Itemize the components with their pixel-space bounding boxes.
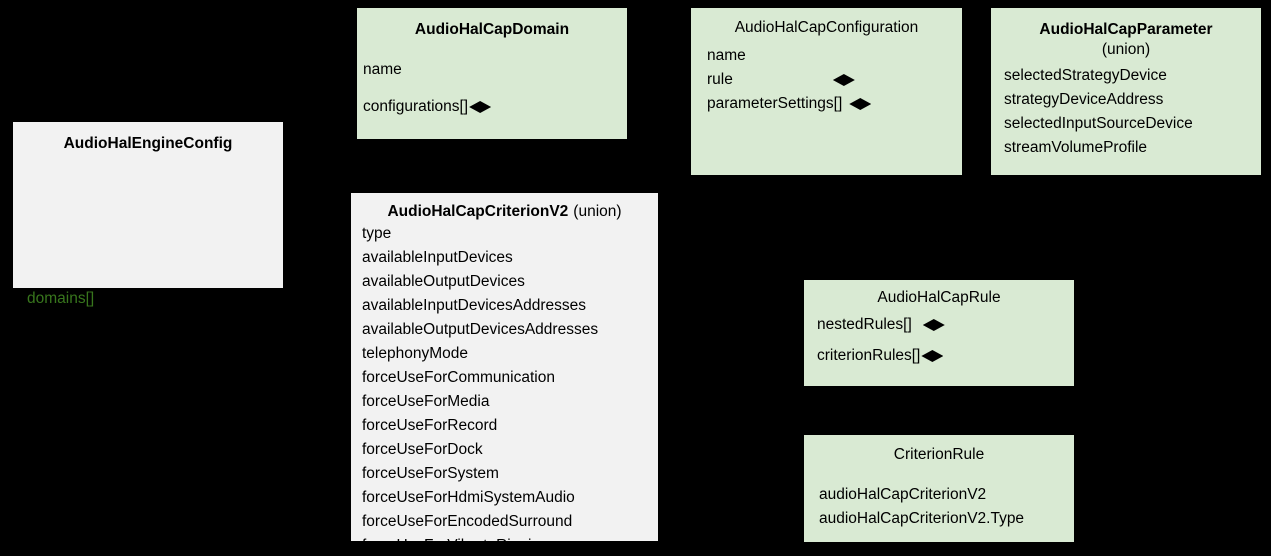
field-label-forceuseforhdmisystemaudio: forceUseForHdmiSystemAudio xyxy=(362,489,575,506)
field-label-forceuseforsystem: forceUseForSystem xyxy=(362,465,499,482)
field-label-selectedstrategydevice: selectedStrategyDevice xyxy=(1004,67,1167,84)
field-label-criterionrules: criterionRules[] xyxy=(817,347,921,364)
field-label-forceuseformedia: forceUseForMedia xyxy=(362,393,490,410)
class-box-audiohalcapparameter[interactable]: AudioHalCapParameter (union) selectedStr… xyxy=(991,8,1261,175)
field-label-audiohalcapcriterionv2: audioHalCapCriterionV2 xyxy=(819,486,987,503)
field-row-name: name xyxy=(707,46,746,66)
field-row-configurations[interactable]: configurations[] xyxy=(363,97,492,117)
field-label-audiohalcapcriterionv2-type: audioHalCapCriterionV2.Type xyxy=(819,510,1025,527)
field-label-availableinputdevices: availableInputDevices xyxy=(362,249,513,266)
class-title-criterionrule: CriterionRule xyxy=(893,446,985,463)
class-subtitle-audiohalcapparameter: (union) xyxy=(1101,41,1151,58)
class-title-audiohalcapdomain: AudioHalCapDomain xyxy=(414,21,570,38)
field-row-criteriav2[interactable]: criteriaV2[] xyxy=(27,331,128,351)
field-label-strategydeviceaddress: strategyDeviceAddress xyxy=(1004,91,1164,108)
field-label-name: name xyxy=(707,47,746,64)
aggregation-diamond-icon xyxy=(469,101,492,113)
aggregation-diamond-icon xyxy=(922,319,945,331)
field-label-parametersettings: parameterSettings[] xyxy=(707,95,843,112)
class-title-audiohalcapparameter: AudioHalCapParameter xyxy=(1039,21,1213,38)
aggregation-diamond-icon xyxy=(106,293,129,305)
field-label-criteriav2: criteriaV2[] xyxy=(27,332,102,349)
field-label-forceuseforencodedsurround: forceUseForEncodedSurround xyxy=(362,513,573,530)
field-label-nestedrules: nestedRules[] xyxy=(817,316,912,333)
field-label-forceusefordock: forceUseForDock xyxy=(362,441,483,458)
field-label-availableoutputdevices: availableOutputDevices xyxy=(362,273,525,290)
field-label-name: name xyxy=(363,61,402,78)
field-row-nestedrules[interactable]: nestedRules[] xyxy=(817,315,945,335)
class-box-audiohalcaprule[interactable]: AudioHalCapRule nestedRules[] criterionR… xyxy=(804,280,1074,386)
class-box-criterionrule[interactable]: CriterionRule audioHalCapCriterionV2 aud… xyxy=(804,435,1074,542)
field-label-forceuseforcommunication: forceUseForCommunication xyxy=(362,369,555,386)
class-title-audiohalcaprule: AudioHalCapRule xyxy=(877,289,1001,306)
field-row-name: name xyxy=(363,60,402,80)
field-row-rule[interactable]: rule xyxy=(707,70,855,90)
aggregation-diamond-icon xyxy=(921,350,944,362)
field-label-selectedinputsourcedevice: selectedInputSourceDevice xyxy=(1004,115,1193,132)
field-label-configurations: configurations[] xyxy=(363,98,469,115)
aggregation-diamond-icon xyxy=(849,98,872,110)
class-box-audiohalcapconfiguration[interactable]: AudioHalCapConfiguration name rule param… xyxy=(691,8,962,175)
class-box-audiohalcapdomain[interactable]: AudioHalCapDomain name configurations[] xyxy=(357,8,627,139)
class-header-audiohalcapcriterionv2: AudioHalCapCriterionV2(union) xyxy=(351,202,658,222)
field-label-domains: domains[] xyxy=(27,290,95,307)
field-label-telephonymode: telephonyMode xyxy=(362,345,468,362)
aggregation-diamond-icon xyxy=(105,335,128,347)
field-label-forceuseforvibrateringing: forceUseForVibrateRinging xyxy=(362,537,549,554)
field-label-type: type xyxy=(362,225,392,242)
class-title-audiohalengineconfig: AudioHalEngineConfig xyxy=(63,135,233,152)
field-label-forceuseforrecord: forceUseForRecord xyxy=(362,417,498,434)
field-row-parametersettings[interactable]: parameterSettings[] xyxy=(707,94,872,114)
class-box-audiohalengineconfig[interactable]: AudioHalEngineConfig domains[] criteriaV… xyxy=(13,122,283,349)
aggregation-diamond-icon xyxy=(832,74,855,86)
field-row-criterionrules[interactable]: criterionRules[] xyxy=(817,346,944,366)
field-label-availableoutputdevicesaddresses: availableOutputDevicesAddresses xyxy=(362,321,599,338)
field-label-streamvolumeprofile: streamVolumeProfile xyxy=(1004,139,1148,156)
field-label-rule: rule xyxy=(707,71,733,88)
class-subtitle-audiohalcapcriterionv2: (union) xyxy=(573,203,622,220)
field-row-domains[interactable]: domains[] xyxy=(27,289,129,309)
class-title-audiohalcapconfiguration: AudioHalCapConfiguration xyxy=(734,19,919,36)
class-title-audiohalcapcriterionv2: AudioHalCapCriterionV2 xyxy=(387,203,569,220)
class-box-audiohalcapcriterionv2[interactable]: AudioHalCapCriterionV2(union) type avail… xyxy=(351,193,658,554)
field-label-availableinputdevicesaddresses: availableInputDevicesAddresses xyxy=(362,297,587,314)
